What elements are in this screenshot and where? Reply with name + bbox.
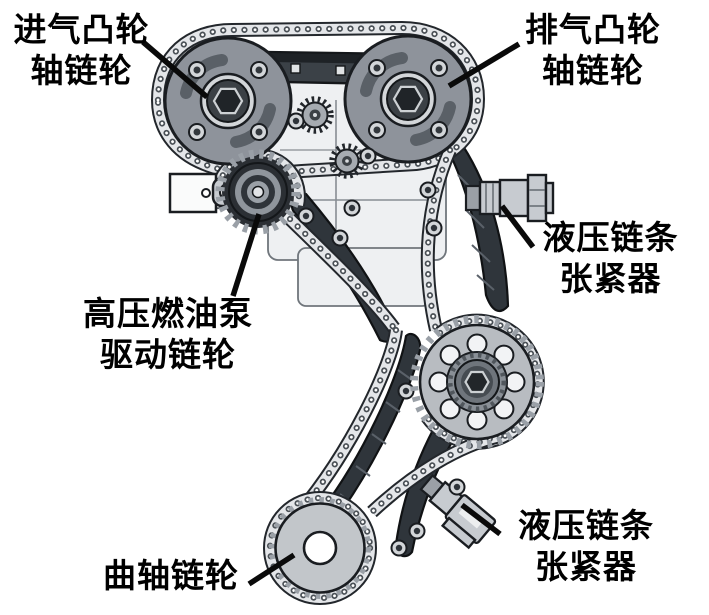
crankshaft-sprocket — [269, 497, 371, 599]
label-crankshaft-sprocket: 曲轴链轮 — [86, 556, 256, 597]
leader-crankshaft — [247, 552, 296, 587]
label-lower-tensioner: 液压链条 张紧器 — [486, 506, 686, 588]
label-crankshaft-line1: 曲轴链轮 — [103, 556, 239, 595]
label-upper-tensioner: 液压链条 张紧器 — [518, 218, 703, 300]
label-fuel-pump-sprocket: 高压燃油泵 驱动链轮 — [58, 294, 278, 376]
hydraulic-tensioner-upper — [464, 173, 555, 223]
intake-cam-sprocket — [165, 38, 291, 164]
label-upper-tensioner-line1: 液压链条 — [542, 218, 679, 257]
label-exhaust-cam-line1: 排气凸轮 — [525, 10, 661, 49]
label-exhaust-cam-line2: 轴链轮 — [542, 50, 644, 90]
label-exhaust-cam-sprocket: 排气凸轮 轴链轮 — [498, 10, 688, 92]
leader-intake-cam — [141, 39, 209, 100]
leader-exhaust-cam — [447, 41, 521, 89]
chain-guide-right — [445, 139, 510, 313]
leader-lower-tensioner — [460, 502, 502, 537]
leader-upper-tensioner — [499, 204, 536, 249]
leader-lines — [141, 39, 536, 587]
label-lower-tensioner-line2: 张紧器 — [535, 546, 637, 586]
label-fuel-pump-line2: 驱动链轮 — [100, 334, 236, 374]
label-intake-cam-line2: 轴链轮 — [30, 50, 133, 90]
intermediate-sprocket — [410, 315, 544, 449]
label-intake-cam-line1: 进气凸轮 — [13, 10, 150, 49]
exhaust-cam-sprocket — [345, 36, 471, 162]
label-lower-tensioner-line1: 液压链条 — [518, 506, 654, 545]
label-intake-cam-sprocket: 进气凸轮 轴链轮 — [4, 10, 159, 92]
fuel-pump-sprocket — [215, 149, 301, 235]
label-fuel-pump-line1: 高压燃油泵 — [83, 294, 253, 333]
label-upper-tensioner-line2: 张紧器 — [559, 258, 662, 298]
leader-fuel-pump — [230, 213, 262, 297]
